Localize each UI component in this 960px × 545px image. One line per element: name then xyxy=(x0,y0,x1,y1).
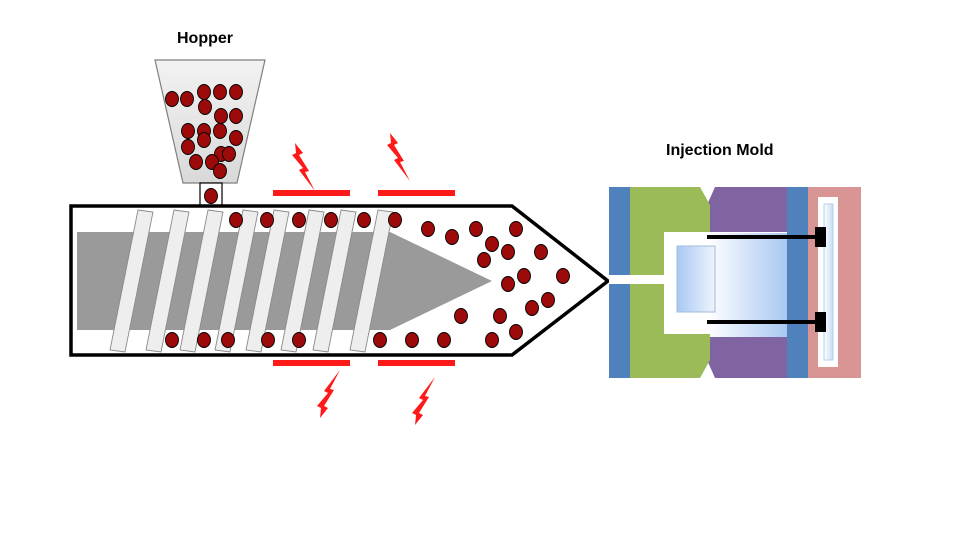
pellet xyxy=(373,332,387,348)
ejector-pin-bottom xyxy=(707,320,817,324)
pellet xyxy=(477,252,491,268)
pellet xyxy=(229,130,243,146)
injection-mold-label: Injection Mold xyxy=(666,142,774,159)
core-insert xyxy=(707,233,787,337)
screw-flight xyxy=(214,209,259,353)
pellet xyxy=(501,244,515,260)
pellet xyxy=(324,212,338,228)
screw-flight xyxy=(349,209,394,353)
screw-flight xyxy=(179,209,224,353)
pellet xyxy=(485,332,499,348)
pellet xyxy=(165,332,179,348)
pellet xyxy=(357,212,371,228)
ejector-plate xyxy=(823,203,834,361)
pellet xyxy=(165,91,179,107)
pellet xyxy=(469,221,483,237)
pellet xyxy=(493,308,507,324)
heater-band xyxy=(273,360,350,366)
pellet xyxy=(405,332,419,348)
screw-core xyxy=(77,232,492,330)
screw-flight xyxy=(109,209,154,353)
pellet xyxy=(229,84,243,100)
mold-purple-bottom xyxy=(707,337,787,378)
hopper-pellets xyxy=(165,84,243,204)
lightning-bolt-icon xyxy=(292,143,315,191)
screw-flights xyxy=(109,209,394,353)
ejector-pin-top xyxy=(707,235,817,239)
pellet xyxy=(213,84,227,100)
heater-band xyxy=(273,190,350,196)
pellet xyxy=(260,212,274,228)
heat-bolts xyxy=(292,133,435,425)
pellet xyxy=(501,276,515,292)
pellet xyxy=(388,212,402,228)
pellet xyxy=(181,139,195,155)
pellet xyxy=(229,108,243,124)
heater-band xyxy=(378,190,455,196)
heater-band xyxy=(378,360,455,366)
ejector-pins xyxy=(707,227,826,332)
pellet xyxy=(509,221,523,237)
barrel-pellets xyxy=(165,212,570,348)
ejector-pin-top-head xyxy=(815,227,826,247)
screw-flight xyxy=(145,209,190,353)
pellet xyxy=(198,99,212,115)
pellet xyxy=(525,300,539,316)
pellet xyxy=(445,229,459,245)
hopper xyxy=(154,59,266,210)
pellet xyxy=(421,221,435,237)
screw-flight xyxy=(245,209,290,353)
pellet xyxy=(541,292,555,308)
pellet xyxy=(292,332,306,348)
pellet xyxy=(197,132,211,148)
pellet xyxy=(197,332,211,348)
pellet xyxy=(189,154,203,170)
pellet xyxy=(180,91,194,107)
injection-mold xyxy=(609,187,861,378)
pellet xyxy=(214,108,228,124)
lightning-bolt-icon xyxy=(412,377,435,425)
pellet xyxy=(181,123,195,139)
lightning-bolt-icon xyxy=(317,370,340,418)
pellet xyxy=(261,332,275,348)
screw-flight xyxy=(280,209,325,353)
mold-purple-top xyxy=(707,187,787,232)
pellet xyxy=(221,332,235,348)
pellet xyxy=(222,146,236,162)
pellet xyxy=(556,268,570,284)
pellet xyxy=(485,236,499,252)
pellet xyxy=(197,84,211,100)
pellet xyxy=(517,268,531,284)
lightning-bolt-icon xyxy=(387,133,410,181)
pellet xyxy=(509,324,523,340)
pellet xyxy=(454,308,468,324)
pellet xyxy=(229,212,243,228)
sprue-channel xyxy=(609,275,664,284)
pellet xyxy=(213,163,227,179)
heater-bands xyxy=(273,190,455,366)
molded-part xyxy=(676,245,716,313)
mold-blue-plate-right xyxy=(787,187,808,378)
pellet xyxy=(534,244,548,260)
pellet xyxy=(437,332,451,348)
screw-flight xyxy=(312,209,357,353)
ejector-pin-bottom-head xyxy=(815,312,826,332)
hopper-label: Hopper xyxy=(177,30,233,47)
pellet xyxy=(204,188,218,204)
pellet xyxy=(292,212,306,228)
pellet xyxy=(213,123,227,139)
